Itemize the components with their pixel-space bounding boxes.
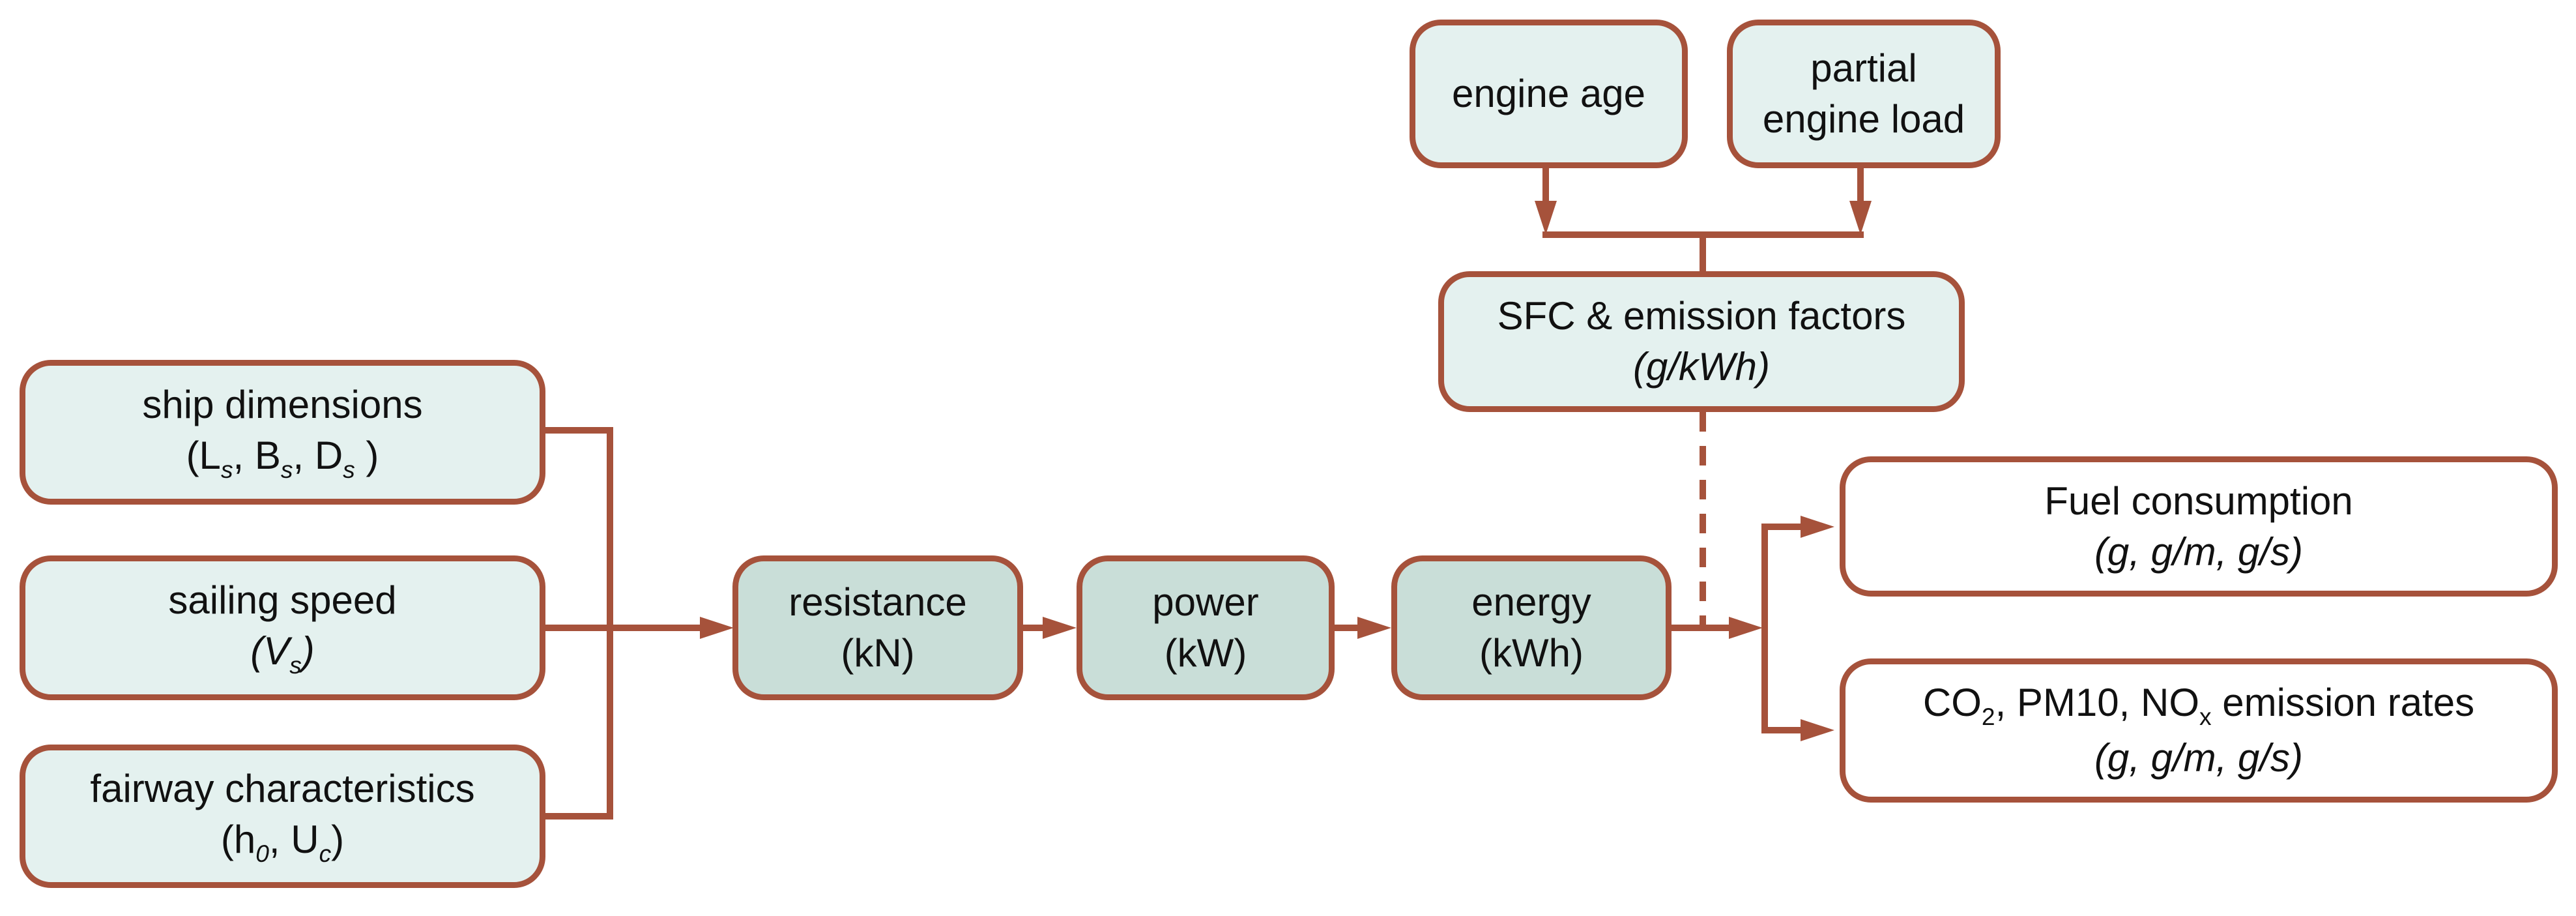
node-power: power (kW) [1077,555,1335,700]
node-label-line: engine load [1762,97,1965,141]
node-label-line: Fuel consumption [2044,479,2353,523]
node-sfc-emission-factors: SFC & emission factors (g/kWh) [1438,271,1965,412]
node-emission-rates: CO2, PM10, NOx emission rates(g, g/m, g/… [1840,658,2558,803]
connector-energy-out-line [1672,625,1730,631]
arrowhead-into-power [1043,617,1077,639]
node-label-line: partial [1810,46,1917,90]
node-label-line: (kN) [841,631,915,675]
arrowhead-energy-to-trunk [1729,617,1763,639]
arrowhead-engine-age-down [1535,201,1557,235]
node-label-line: engine age [1452,72,1645,115]
node-resistance: resistance (kN) [732,555,1023,700]
arrowhead-into-resistance [700,617,734,639]
node-label-line: fairway characteristics [90,766,475,810]
connector-inputs-to-resistance-line [545,625,700,631]
arrowhead-into-emission-rates [1801,719,1834,741]
connector-engine-age-line [1542,168,1549,204]
node-sailing-speed: sailing speed (Vs) [20,555,545,700]
node-label-line: sailing speed [168,578,397,622]
node-label-line: CO2, PM10, NOx emission rates [1922,681,2475,731]
node-label-line: (kW) [1164,631,1247,675]
connector-to-fuel-line [1768,524,1802,530]
node-label-line: (kWh) [1479,631,1584,675]
node-label-line: ship dimensions [142,382,423,426]
node-label-line: energy [1471,580,1591,624]
node-fuel-consumption: Fuel consumption (g, g/m, g/s) [1840,456,2558,597]
arrowhead-into-energy [1357,617,1391,639]
connector-input-merge-line [607,427,613,820]
connector-power-to-energy-line [1335,625,1359,631]
connector-partial-load-line [1857,168,1864,204]
arrowhead-into-fuel-consumption [1801,516,1834,538]
node-label-line: (g/kWh) [1633,345,1770,389]
node-label-line: power [1152,580,1259,624]
connector-output-trunk-line [1761,524,1768,733]
node-label-line: (Ls, Bs, Ds ) [186,433,379,483]
node-label-line: SFC & emission factors [1497,294,1906,338]
node-ship-dimensions: ship dimensions (Ls, Bs, Ds ) [20,360,545,505]
connector-resistance-to-power-line [1023,625,1044,631]
connector-ship-dimensions-line [545,427,613,434]
node-label-line: (h0, Uc) [220,817,345,867]
arrowhead-partial-load-down [1849,201,1872,235]
node-partial-engine-load: partial engine load [1727,20,2001,168]
node-label-line: resistance [789,580,967,624]
connector-sfc-dashed-line [1700,412,1706,625]
connector-bracket-to-sfc-line [1700,231,1706,271]
node-label-line: (g, g/m, g/s) [2094,735,2304,780]
node-fairway-characteristics: fairway characteristics (h0, Uc) [20,745,545,888]
connector-to-emission-line [1768,727,1802,733]
node-energy: energy (kWh) [1391,555,1672,700]
node-engine-age: engine age [1410,20,1688,168]
connector-fairway-line [545,813,613,820]
node-label-line: (Vs) [250,628,315,679]
node-label-line: (g, g/m, g/s) [2094,529,2304,574]
